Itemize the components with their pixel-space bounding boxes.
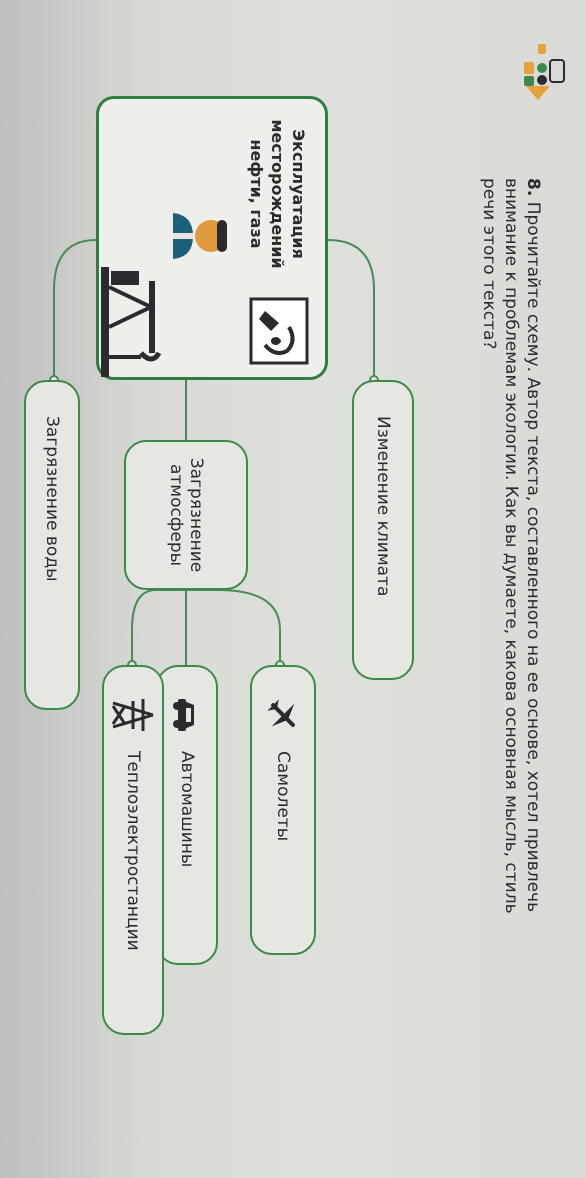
- main-node-title: Эксплуатация месторождений нефти, газа: [247, 119, 308, 269]
- node-water-pollution: Загрязнение воды: [24, 380, 80, 710]
- main-node-oil-gas: Эксплуатация месторождений нефти, газа: [96, 96, 328, 380]
- car-icon: [173, 699, 194, 731]
- node-power-plants: Теплоэлектростанции: [102, 665, 164, 1035]
- node-climate-change: Изменение климата: [352, 380, 414, 680]
- oil-drop-icon: [249, 297, 309, 365]
- worker-icon: [173, 213, 227, 259]
- task-badge-icon: [524, 44, 565, 100]
- airplane-icon: [267, 699, 295, 727]
- node-airplanes: Самолеты: [250, 665, 316, 955]
- oil-pump-icon: [101, 267, 162, 377]
- node-air-pollution: Загрязнение атмосферы: [124, 440, 248, 590]
- node-cars: Автомашины: [156, 665, 218, 965]
- power-tower-icon: [111, 699, 154, 731]
